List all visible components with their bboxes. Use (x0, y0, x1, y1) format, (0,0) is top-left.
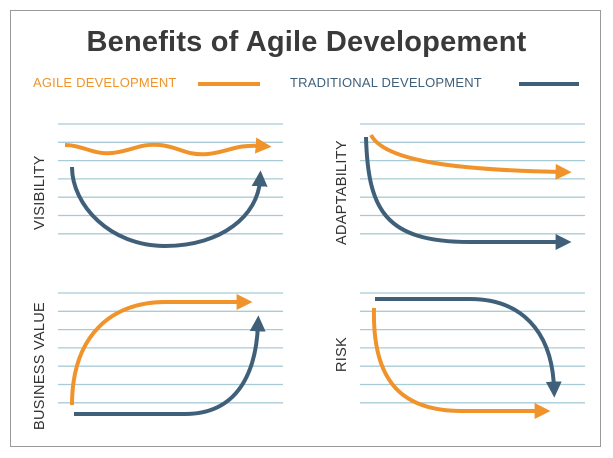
visibility-traditional-curve (70, 166, 268, 249)
legend-agile-label: AGILE DEVELOPMENT (33, 75, 177, 90)
legend-agile-swatch (198, 82, 260, 86)
panel-business-value: BUSINESS VALUE (32, 292, 283, 430)
adaptability-agile-curve (369, 133, 572, 180)
adaptability-traditional-curve (364, 136, 572, 250)
legend-traditional-swatch (519, 82, 579, 86)
business-value-label: BUSINESS VALUE (32, 302, 48, 430)
risk-traditional-curve (375, 297, 562, 398)
adaptability-label: ADAPTABILITY (334, 140, 350, 245)
adaptability-gridlines (360, 123, 585, 235)
panel-risk: RISK (334, 292, 585, 419)
panel-visibility: VISIBILITY (32, 123, 283, 249)
visibility-agile-curve (64, 137, 272, 157)
risk-label: RISK (334, 337, 350, 372)
business-value-gridlines (58, 292, 283, 404)
visibility-label: VISIBILITY (32, 155, 48, 230)
risk-agile-curve (371, 307, 551, 419)
panel-adaptability: ADAPTABILITY (334, 123, 585, 250)
risk-gridlines (360, 292, 585, 404)
visibility-gridlines (58, 123, 283, 235)
business-value-traditional-curve (74, 315, 266, 416)
page-title: Benefits of Agile Developement (86, 26, 527, 58)
legend-traditional-label: TRADITIONAL DEVELOPMENT (290, 75, 482, 90)
business-value-agile-curve (70, 294, 253, 406)
